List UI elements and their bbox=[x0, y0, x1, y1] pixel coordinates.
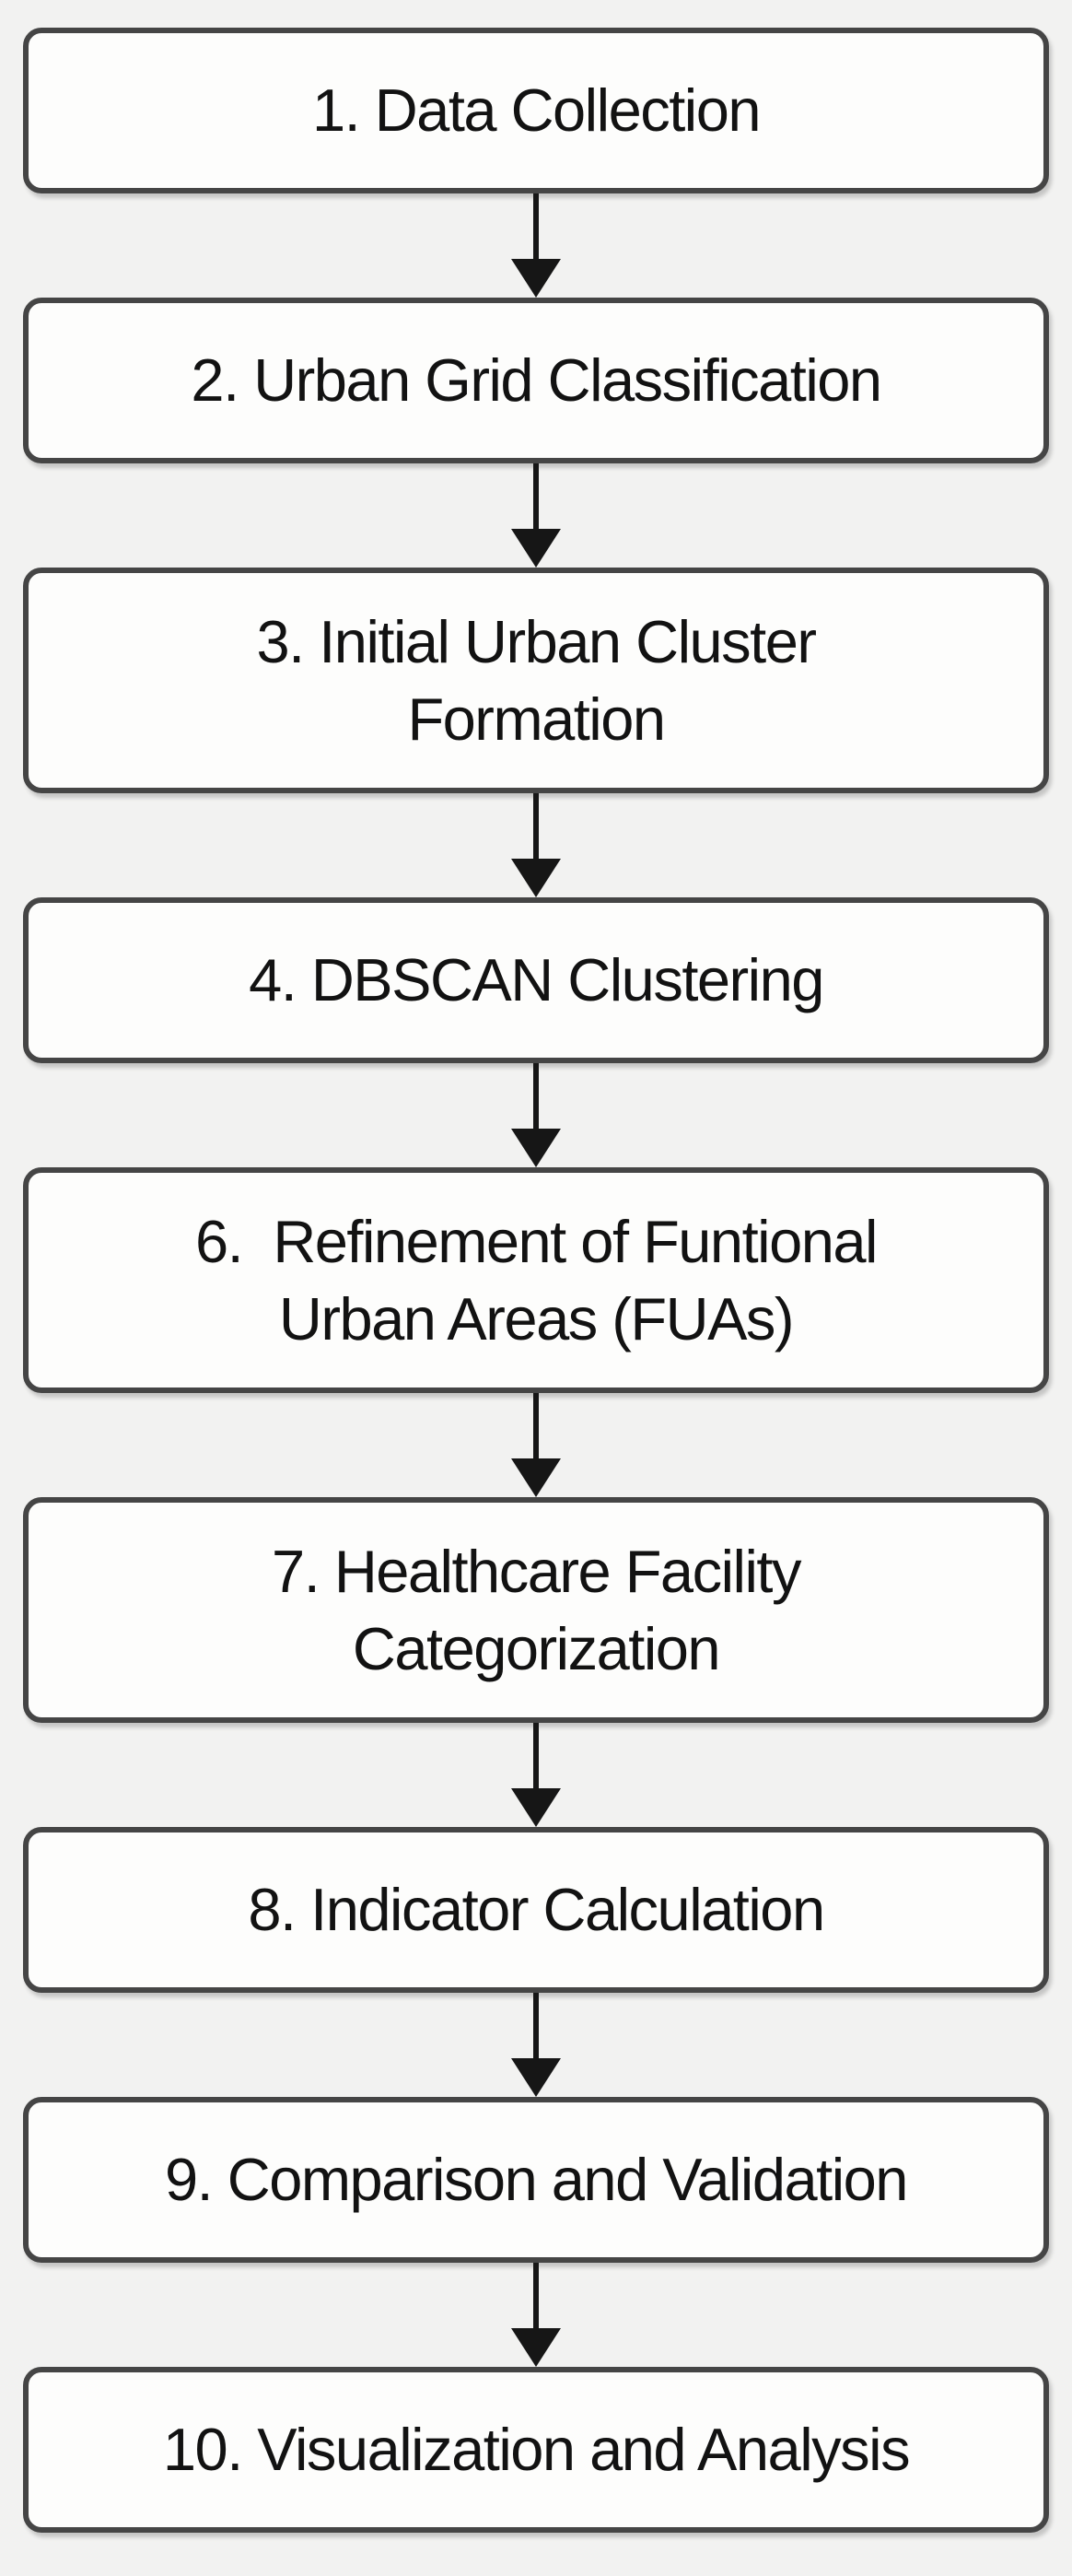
arrow-shaft bbox=[533, 1993, 539, 2059]
arrow-head bbox=[511, 1129, 561, 1167]
arrow-down-icon bbox=[508, 1723, 564, 1827]
flow-step-1-label: 1. Data Collection bbox=[311, 76, 762, 145]
flow-step-6-label: 6. Refinement of Funtional Urban Areas (… bbox=[195, 1208, 878, 1352]
arrow-head bbox=[511, 1788, 561, 1827]
flow-step-4-label: 4. DBSCAN Clustering bbox=[249, 946, 824, 1014]
arrow-head bbox=[511, 529, 561, 568]
arrow-down-icon bbox=[508, 1063, 564, 1167]
flow-step-9: 9. Comparison and Validation bbox=[23, 2097, 1049, 2263]
arrow-down-icon bbox=[508, 463, 564, 568]
flow-step-3-label: 3. Initial Urban Cluster Formation bbox=[256, 608, 817, 753]
arrow-shaft bbox=[533, 2263, 539, 2329]
flow-step-10-label: 10. Visualization and Analysis bbox=[162, 2416, 911, 2484]
flow-step-6: 6. Refinement of Funtional Urban Areas (… bbox=[23, 1167, 1049, 1393]
arrow-down-icon bbox=[508, 193, 564, 298]
arrow-down-icon bbox=[508, 1393, 564, 1497]
arrow-head bbox=[511, 859, 561, 897]
arrow-shaft bbox=[533, 193, 539, 260]
arrow-down-icon bbox=[508, 2263, 564, 2367]
flow-step-1: 1. Data Collection bbox=[23, 28, 1049, 193]
flow-step-9-label: 9. Comparison and Validation bbox=[165, 2146, 908, 2214]
arrow-shaft bbox=[533, 1063, 539, 1130]
flow-step-7: 7. Healthcare Facility Categorization bbox=[23, 1497, 1049, 1723]
arrow-head bbox=[511, 1458, 561, 1497]
flowchart: 1. Data Collection 2. Urban Grid Classif… bbox=[23, 28, 1049, 2533]
arrow-shaft bbox=[533, 793, 539, 860]
arrow-head bbox=[511, 2328, 561, 2367]
arrow-down-icon bbox=[508, 793, 564, 897]
arrow-head bbox=[511, 2058, 561, 2097]
flow-step-8-label: 8. Indicator Calculation bbox=[248, 1876, 825, 1944]
flow-step-4: 4. DBSCAN Clustering bbox=[23, 897, 1049, 1063]
arrow-down-icon bbox=[508, 1993, 564, 2097]
flow-step-3: 3. Initial Urban Cluster Formation bbox=[23, 568, 1049, 793]
flow-step-10: 10. Visualization and Analysis bbox=[23, 2367, 1049, 2533]
arrow-head bbox=[511, 259, 561, 298]
arrow-shaft bbox=[533, 463, 539, 530]
arrow-shaft bbox=[533, 1393, 539, 1459]
arrow-shaft bbox=[533, 1723, 539, 1789]
flow-step-2-label: 2. Urban Grid Classification bbox=[191, 346, 882, 415]
flow-step-7-label: 7. Healthcare Facility Categorization bbox=[272, 1538, 801, 1682]
flow-step-8: 8. Indicator Calculation bbox=[23, 1827, 1049, 1993]
flow-step-2: 2. Urban Grid Classification bbox=[23, 298, 1049, 463]
